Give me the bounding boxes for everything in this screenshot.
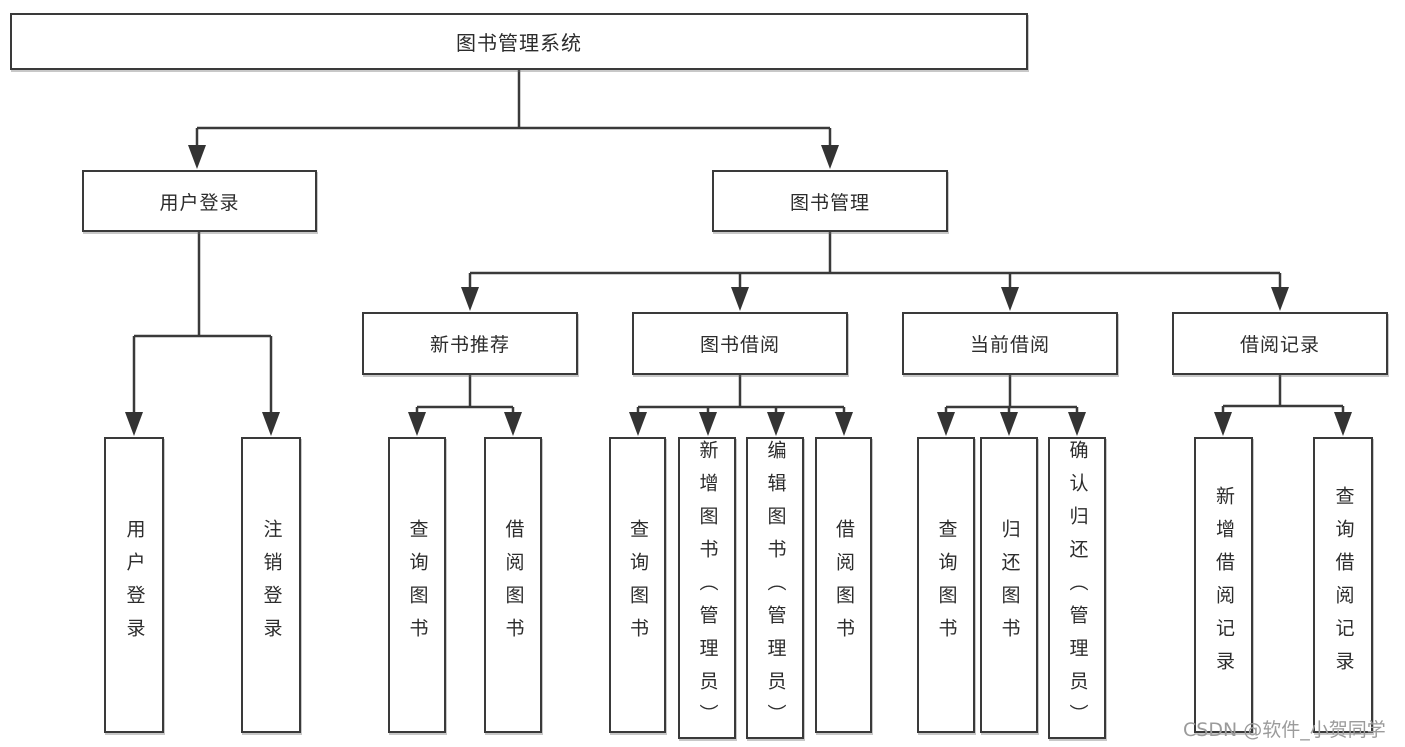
leaf-query-books-borrowing: 查询图书	[609, 437, 666, 733]
leaf-query-books-current: 查询图书	[917, 437, 975, 733]
leaf-return-books-label: 归还图书	[998, 519, 1021, 651]
leaf-logout-login-label: 注销登录	[260, 519, 283, 651]
leaf-add-books-admin: 新增图书（管理员）	[678, 437, 736, 739]
leaf-edit-books-admin: 编辑图书（管理员）	[746, 437, 804, 739]
leaf-query-books-recommend: 查询图书	[388, 437, 446, 733]
leaf-query-books-borrowing-label: 查询图书	[627, 519, 649, 651]
node-current-borrowing: 当前借阅	[902, 312, 1118, 375]
node-book-management: 图书管理	[712, 170, 948, 232]
node-book-management-label: 图书管理	[789, 191, 870, 214]
leaf-confirm-return-admin-label: 确认归还（管理员）	[1066, 439, 1089, 737]
node-root: 图书管理系统	[10, 13, 1028, 70]
leaf-add-borrow-record: 新增借阅记录	[1194, 437, 1253, 733]
leaf-logout-login: 注销登录	[241, 437, 301, 733]
leaf-borrow-books-borrowing: 借阅图书	[815, 437, 872, 733]
leaf-query-borrow-record-label: 查询借阅记录	[1332, 486, 1355, 684]
leaf-edit-books-admin-label: 编辑图书（管理员）	[764, 439, 787, 737]
leaf-user-login: 用户登录	[104, 437, 164, 733]
node-borrowing-records: 借阅记录	[1172, 312, 1388, 375]
node-user-login: 用户登录	[82, 170, 317, 232]
node-new-book-recommend: 新书推荐	[362, 312, 578, 375]
leaf-add-books-admin-label: 新增图书（管理员）	[696, 439, 719, 737]
node-book-borrowing: 图书借阅	[632, 312, 848, 375]
node-borrowing-records-label: 借阅记录	[1239, 334, 1320, 356]
node-user-login-label: 用户登录	[159, 191, 240, 214]
leaf-borrow-books-recommend-label: 借阅图书	[502, 519, 525, 651]
leaf-query-books-recommend-label: 查询图书	[406, 519, 429, 651]
node-book-borrowing-label: 图书借阅	[699, 334, 780, 356]
leaf-user-login-label: 用户登录	[123, 519, 146, 651]
node-root-label: 图书管理系统	[456, 31, 582, 55]
node-new-book-recommend-label: 新书推荐	[429, 334, 510, 356]
leaf-borrow-books-recommend: 借阅图书	[484, 437, 542, 733]
node-current-borrowing-label: 当前借阅	[969, 334, 1050, 356]
leaf-confirm-return-admin: 确认归还（管理员）	[1048, 437, 1106, 739]
leaf-query-books-current-label: 查询图书	[935, 519, 958, 651]
watermark-text: CSDN @软件_小贺同学	[1183, 719, 1386, 741]
leaf-add-borrow-record-label: 新增借阅记录	[1213, 486, 1235, 684]
leaf-query-borrow-record: 查询借阅记录	[1313, 437, 1373, 733]
leaf-return-books: 归还图书	[980, 437, 1038, 733]
leaf-borrow-books-borrowing-label: 借阅图书	[833, 519, 855, 651]
